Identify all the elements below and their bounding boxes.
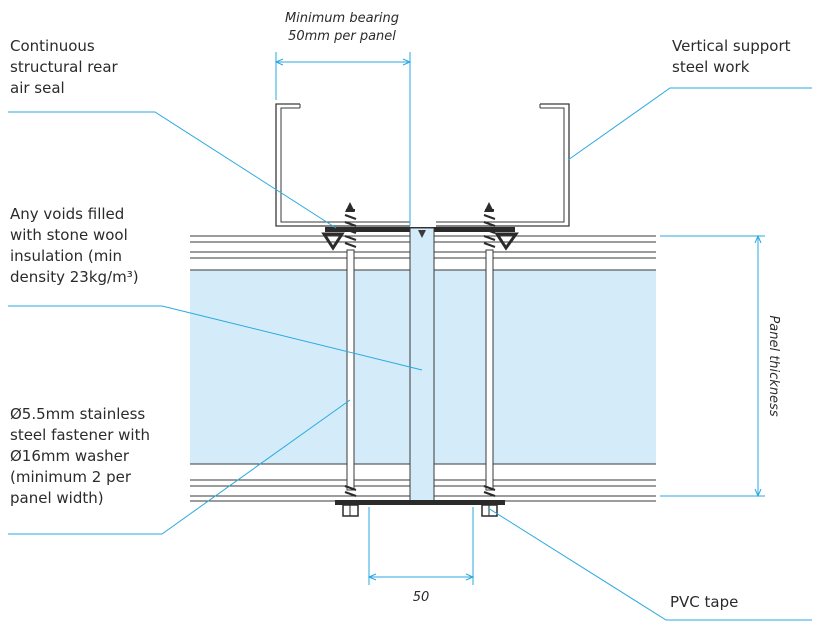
leader-lines: [8, 87, 812, 621]
leader-fastener: [8, 399, 351, 535]
air-seal-label: Continuous structural rear air seal: [10, 37, 118, 97]
air-seal-right: [494, 232, 519, 251]
left-fastener: [335, 202, 365, 517]
right-fastener: [475, 202, 505, 517]
bottom-width-dimension: [367, 507, 475, 585]
leader-air-seal: [8, 111, 337, 229]
insulation-label: Any voids filled with stone wool insulat…: [10, 205, 139, 286]
bearing-dimension: [274, 52, 412, 226]
fastener-label: Ø5.5mm stainless steel fastener with Ø16…: [10, 405, 150, 507]
support-steel-channel: [275, 103, 570, 227]
panel-thickness-label: Panel thickness: [766, 315, 781, 416]
bearing-dimension-label: Minimum bearing 50mm per panel: [284, 11, 400, 44]
pvc-tape-label: PVC tape: [670, 593, 739, 611]
leader-support: [567, 87, 812, 161]
support-steel-channel-inner: [280, 107, 565, 223]
air-seal-left: [321, 232, 345, 251]
central-stud: [409, 227, 435, 504]
support-label: Vertical support steel work: [672, 37, 791, 76]
pvc-tape-plate: [360, 500, 500, 505]
leader-pvc-tape: [487, 507, 812, 621]
leader-insulation: [8, 305, 423, 371]
bottom-width-label: 50: [412, 590, 430, 605]
panel-thickness-dimension: [660, 234, 765, 498]
